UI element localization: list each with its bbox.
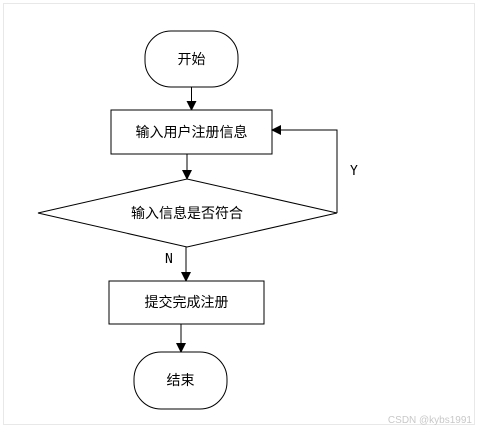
submit-label: 提交完成注册 bbox=[145, 294, 229, 311]
input-info-box bbox=[110, 109, 273, 155]
start-label: 开始 bbox=[178, 52, 206, 68]
watermark: CSDN @kybs1991 bbox=[387, 415, 472, 426]
end-label: 结束 bbox=[167, 373, 195, 389]
decision-diamond bbox=[37, 178, 338, 248]
yes-label: Y bbox=[350, 164, 358, 179]
submit-box bbox=[108, 280, 265, 325]
no-label: N bbox=[165, 252, 173, 267]
decision-label: 输入信息是否符合 bbox=[131, 205, 243, 222]
input-info-label: 输入用户注册信息 bbox=[136, 124, 248, 141]
arrow-yes-loop bbox=[271, 125, 338, 213]
end-terminal bbox=[133, 351, 228, 410]
